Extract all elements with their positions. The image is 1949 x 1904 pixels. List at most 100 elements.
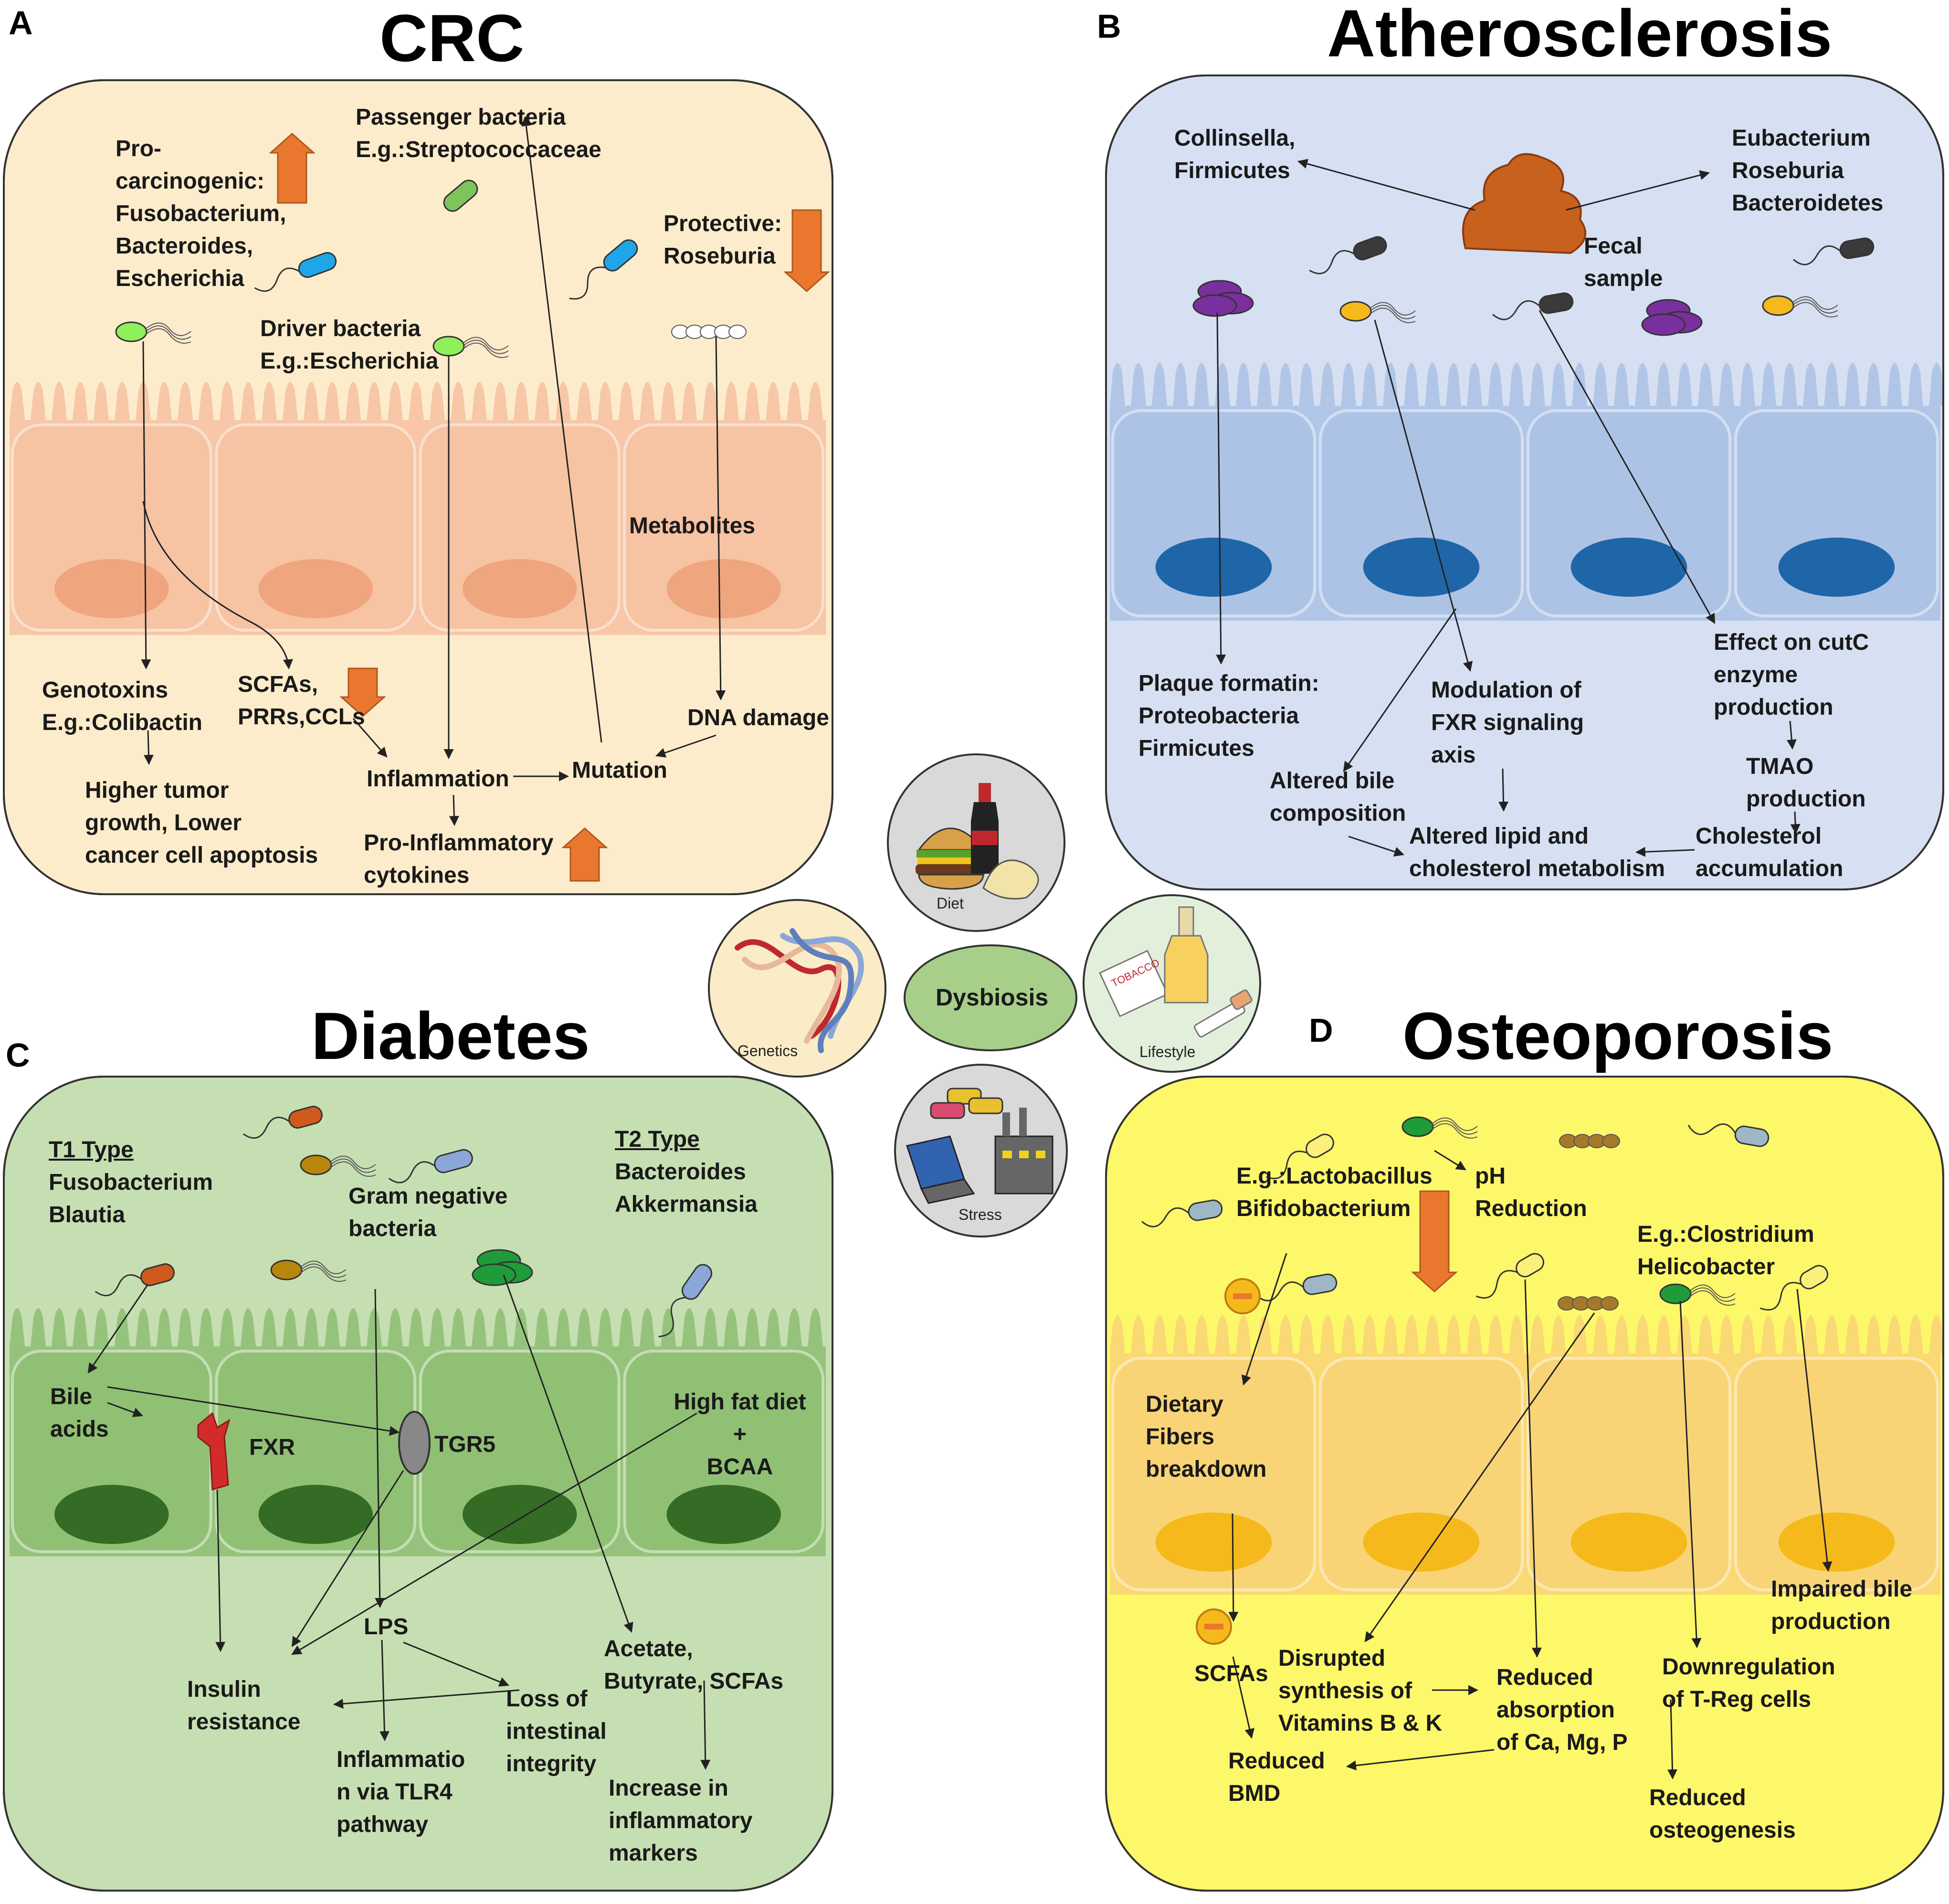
flagellated-bacterium-icon — [115, 321, 191, 344]
down-arrow-icon — [1411, 1190, 1458, 1293]
flagellated-bacterium-icon — [1339, 301, 1416, 323]
pro-carcinogenic-label: Pro- carcinogenic: Fusobacterium, Bacter… — [116, 136, 286, 291]
driver-bacteria-label: Driver bacteria E.g.:Escherichia — [260, 316, 439, 374]
bacterium-icon — [254, 252, 337, 292]
tmao-production-label: TMAO production — [1746, 754, 1866, 812]
cell-nucleus — [1363, 1513, 1480, 1572]
dysbiosis-ellipse — [904, 944, 1077, 1051]
connector-arrow — [352, 718, 388, 758]
panel-title-atherosclerosis: Atherosclerosis — [1327, 0, 1833, 71]
connector-arrow — [1434, 1150, 1466, 1171]
bile-acids-label: Bile acids — [50, 1384, 109, 1442]
connector-arrow — [1498, 768, 1509, 812]
cholesterol-label: Cholesterol accumulation — [1696, 824, 1844, 881]
bacteria-icons — [95, 153, 1875, 1645]
panel-letter-b: B — [1097, 8, 1121, 45]
panel-a-background — [3, 79, 833, 895]
dna-damage-label: DNA damage — [687, 705, 829, 730]
cell-nucleus — [258, 1485, 373, 1544]
flagellated-bacterium-icon — [432, 336, 509, 358]
t1-type-heading: T1 Type — [49, 1137, 134, 1163]
connector-arrow — [715, 336, 726, 701]
mutation-label: Mutation — [572, 758, 667, 783]
lactobacillus-label: E.g.:Lactobacillus Bifidobacterium — [1236, 1164, 1433, 1221]
cocci-cluster-icon — [1641, 299, 1703, 336]
high-fat-diet-label: High fat diet + BCAA — [674, 1389, 806, 1480]
connector-arrow — [503, 1274, 633, 1633]
tobacco-icon — [1099, 950, 1169, 1017]
bacterium-icon — [95, 1263, 175, 1297]
panel-title-diabetes: Diabetes — [311, 998, 590, 1073]
panel-letter-a: A — [9, 4, 33, 42]
panel-letter-d: D — [1309, 1012, 1333, 1049]
liquor-bottle-icon — [1164, 906, 1209, 1004]
dysbiosis-label: Dysbiosis — [936, 984, 1049, 1011]
connector-arrows — [87, 116, 1833, 1780]
bacterium-icon — [569, 239, 638, 300]
connector-arrow — [87, 1284, 149, 1374]
dietary-fibers-label: Dietary Fibers breakdown — [1146, 1392, 1267, 1482]
connector-arrow — [1297, 159, 1475, 211]
cell-nucleus — [1570, 1513, 1687, 1572]
eubacterium-label: Eubacterium Roseburia Bacteroidetes — [1732, 126, 1884, 216]
bacterium-icon — [1793, 237, 1875, 265]
connector-arrow — [1796, 1289, 1833, 1572]
tgr5-label: TGR5 — [434, 1432, 496, 1457]
connector-arrow — [1538, 310, 1716, 624]
connector-arrow — [1786, 720, 1797, 750]
ph-reduction-label: pH Reduction — [1475, 1164, 1587, 1221]
flagellated-bacterium-icon — [270, 1259, 347, 1282]
flagellated-bacterium-icon — [1762, 295, 1838, 317]
stress-caption: Stress — [959, 1206, 1002, 1223]
cell-nucleus — [1155, 538, 1272, 597]
trend-arrows — [269, 132, 1458, 1293]
connector-arrow — [1374, 319, 1473, 672]
metabolites-label: Metabolites — [629, 513, 756, 539]
panel-b-background — [1105, 74, 1944, 890]
reduced-absorption-label: Reduced absorption of Ca, Mg, P — [1496, 1665, 1628, 1755]
reduced-bmd-label: Reduced BMD — [1228, 1748, 1325, 1806]
t2-type-heading: T2 Type — [615, 1127, 700, 1152]
panel-title-osteoporosis: Osteoporosis — [1402, 998, 1833, 1073]
cell-nucleus — [1155, 1513, 1272, 1572]
connector-arrow — [1216, 312, 1226, 665]
acetate-butyrate-label: Acetate, Butyrate, SCFAs — [604, 1636, 784, 1694]
connector-arrow — [1241, 1253, 1287, 1386]
up-arrow-icon — [269, 132, 316, 204]
bacteria-chain-icon — [1559, 1134, 1620, 1148]
flagellated-bacterium-icon — [300, 1154, 376, 1177]
connector-arrow — [1232, 1656, 1255, 1739]
pro-inflammatory-cytokines-label: Pro-Inflammatory cytokines — [364, 830, 554, 888]
lps-label: LPS — [364, 1614, 409, 1640]
bacterium-icon — [658, 1264, 713, 1338]
connector-arrow — [655, 734, 716, 758]
inflammation-tlr4-label: Inflammatio n via TLR4 pathway — [337, 1747, 465, 1837]
inflammatory-markers-label: Increase in inflammatory markers — [609, 1776, 753, 1866]
t1-bacteria-label: Fusobacterium Blautia — [49, 1170, 213, 1227]
connector-arrow — [403, 1641, 509, 1687]
cell-nucleus — [1778, 1513, 1895, 1572]
cars-icon — [930, 1088, 1003, 1119]
clostridium-label: E.g.:Clostridium Helicobacter — [1637, 1222, 1814, 1280]
genotoxins-label: Genotoxins E.g.:Colibactin — [42, 677, 202, 735]
impaired-bile-label: Impaired bile production — [1771, 1576, 1913, 1634]
diet-caption: Diet — [937, 895, 964, 912]
bacterium-icon — [1256, 1273, 1338, 1301]
treg-label: Downregulation of T-Reg cells — [1662, 1654, 1835, 1712]
cell-nucleus — [258, 559, 373, 618]
cell-nucleus — [54, 1485, 169, 1544]
connector-arrow — [1524, 1279, 1542, 1658]
flagellated-bacterium-icon — [1659, 1283, 1736, 1306]
center-cluster — [708, 753, 1261, 1238]
cell-nucleus — [463, 559, 577, 618]
connector-arrow — [1635, 846, 1695, 857]
down-arrow-icon — [783, 209, 830, 293]
connector-arrow — [700, 1680, 711, 1770]
altered-bile-label: Altered bile composition — [1270, 768, 1406, 826]
connector-arrow — [333, 1689, 520, 1709]
connector-arrow — [379, 1640, 390, 1742]
bacteria-chain-icon — [671, 325, 747, 339]
bacterium-icon — [1141, 1199, 1223, 1227]
fecal-sample-label: Fecal sample — [1584, 233, 1663, 291]
